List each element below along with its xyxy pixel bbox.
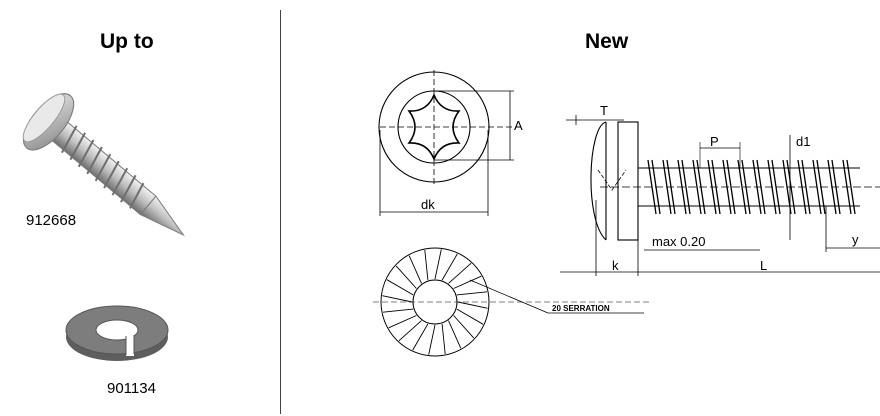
screw-side-view-drawing [560,115,880,276]
serration-ray [453,315,475,339]
lock-washer-3d-image [65,305,169,361]
serration-ray [395,265,417,289]
label-max: max 0.20 [652,234,705,249]
label-dk: dk [421,197,435,212]
label-L: L [760,258,767,273]
left-heading: Up to [100,30,154,53]
screw-part-number: 912668 [26,212,77,229]
serration-ray [448,262,472,284]
screw-thread-ridges [61,125,145,209]
right-heading: New [585,30,629,53]
serration-ray [457,301,488,309]
serration-ray [412,323,429,351]
serration-ray [428,324,436,355]
label-y: y [852,232,859,247]
column-divider [280,10,281,414]
washer-part-number: 901134 [107,380,156,397]
serration-ray [456,308,484,325]
label-serration: 20 SERRATION [552,304,610,313]
label-A: A [514,118,523,133]
head-top-view-drawing [378,70,514,216]
label-k: k [612,258,619,273]
serration-rays [382,249,488,355]
serration-ray [388,315,417,329]
serration-ray [398,320,422,342]
serration-ray [453,275,482,289]
label-d1: d1 [796,134,810,149]
serration-ray [382,295,413,303]
serration-ray [441,323,446,355]
serration-ray [456,291,488,296]
serration-ray [448,320,462,349]
tapping-screw-3d-image [22,93,185,237]
label-P: P [710,134,719,149]
serration-ray [408,255,422,284]
serration-ray [382,308,414,313]
label-T: T [600,103,608,118]
serration-ray [441,253,458,281]
serration-ray [434,249,442,280]
serration-ray [386,279,414,296]
serration-underside-drawing [373,247,650,357]
serration-ray [424,249,429,281]
